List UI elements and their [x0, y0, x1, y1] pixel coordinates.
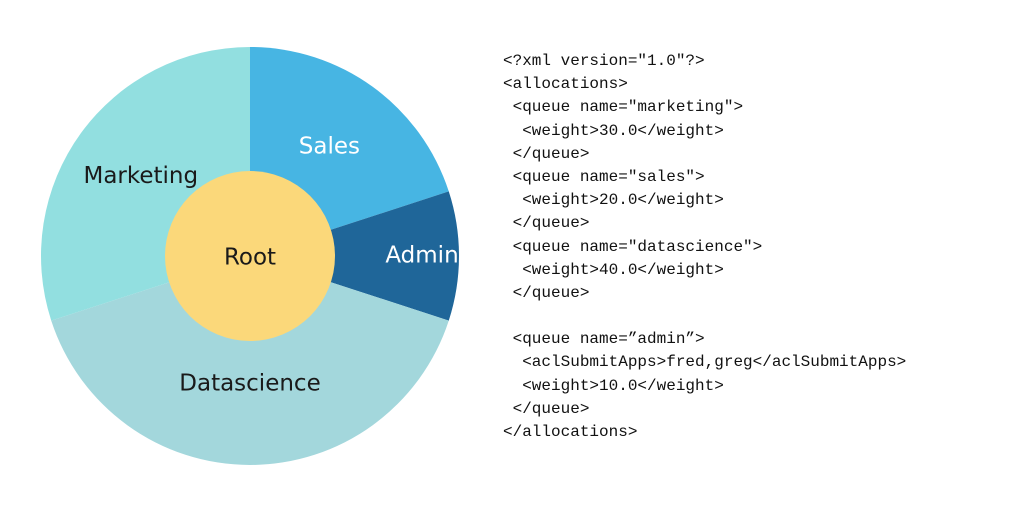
segment-label-sales: Sales — [299, 133, 360, 159]
root-circle — [165, 171, 335, 341]
code-line: <aclSubmitApps>fred,greg</aclSubmitApps> — [503, 353, 907, 372]
segment-label-datascience: Datascience — [179, 371, 320, 397]
root-label: Root — [224, 245, 276, 271]
code-line: <weight>30.0</weight> — [503, 121, 724, 140]
segment-datascience — [51, 256, 449, 465]
segment-label-admin: Admin — [385, 243, 458, 269]
code-line: <queue name="sales"> — [503, 167, 705, 186]
code-line: </queue> — [503, 144, 590, 163]
code-line: <?xml version="1.0"?> — [503, 52, 705, 70]
code-line: </queue> — [503, 283, 590, 302]
code-line: </allocations> — [503, 423, 638, 441]
code-line — [503, 305, 906, 328]
code-line: <queue name="marketing"> — [503, 98, 744, 117]
code-line: </queue> — [503, 214, 590, 233]
code-line: <weight>40.0</weight> — [503, 260, 724, 279]
code-line: <allocations> — [503, 75, 628, 94]
code-line: <weight>20.0</weight> — [503, 191, 724, 210]
code-line: </queue> — [503, 399, 590, 418]
segment-label-marketing: Marketing — [83, 163, 198, 189]
segment-admin — [250, 191, 459, 321]
code-line: <weight>10.0</weight> — [503, 376, 724, 395]
xml-config-code: <?xml version="1.0"?> <allocations> <queu… — [503, 50, 906, 444]
code-line: <queue name=”admin”> — [503, 330, 705, 349]
code-line: <queue name="datascience"> — [503, 237, 763, 256]
